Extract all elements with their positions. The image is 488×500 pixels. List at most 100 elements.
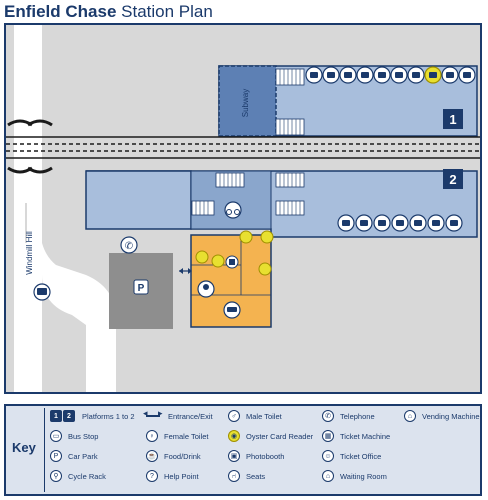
station-map: Subway 1 2 P Windmill Hill bbox=[6, 25, 480, 392]
key-photobooth: ▣ Photobooth bbox=[228, 448, 284, 464]
subway bbox=[218, 65, 277, 137]
male-toilet-icon: ♂ bbox=[228, 410, 240, 422]
waiting-room-icon bbox=[305, 66, 323, 84]
road-label: Windmill Hill bbox=[25, 231, 34, 275]
svg-text:✆: ✆ bbox=[125, 241, 133, 252]
car-park-icon bbox=[133, 279, 149, 295]
key-label: Key bbox=[12, 440, 36, 455]
photobooth-icon: ▣ bbox=[228, 450, 240, 462]
entrance-exit-arrowheads bbox=[179, 268, 192, 274]
seats-icon bbox=[373, 214, 391, 232]
key-text: Food/Drink bbox=[164, 451, 201, 461]
key-platform-2: 2 bbox=[63, 410, 75, 422]
subway-label: Subway bbox=[241, 89, 250, 117]
key-cycle-rack: ⚲ Cycle Rack bbox=[50, 468, 106, 484]
cycle-rack-icon: ⚲ bbox=[50, 470, 62, 482]
key-food-drink: ☕ Food/Drink bbox=[146, 448, 201, 464]
oyster-card-reader-icon bbox=[195, 230, 274, 276]
key-text: Entrance/Exit bbox=[168, 411, 213, 421]
key-text: Telephone bbox=[340, 411, 375, 421]
help-point-icon bbox=[337, 214, 355, 232]
key-text: Bus Stop bbox=[68, 431, 99, 441]
key-entrance-exit: Entrance/Exit bbox=[143, 408, 213, 424]
key-text: Ticket Machine bbox=[340, 431, 391, 441]
ticket-machine-icon bbox=[225, 255, 239, 269]
seats-icon bbox=[407, 66, 425, 84]
bridge-bracket-top bbox=[7, 119, 53, 127]
seats-icon bbox=[391, 214, 409, 232]
key-text: Seats bbox=[246, 471, 266, 481]
key-text: Waiting Room bbox=[340, 471, 387, 481]
key-text: Vending Machine bbox=[422, 411, 480, 421]
platform-1-number-box bbox=[443, 109, 463, 129]
car-park-access-road bbox=[42, 243, 116, 392]
ticket-office-icon: ☺ bbox=[322, 450, 334, 462]
seats-icon bbox=[458, 66, 476, 84]
key-help-point: ? Help Point bbox=[146, 468, 199, 484]
seats-icon: ⑁ bbox=[228, 470, 240, 482]
seats-icon bbox=[441, 66, 459, 84]
food-drink-icon: ☕ bbox=[146, 450, 158, 462]
stairs-platform-2 bbox=[191, 172, 305, 216]
waiting-room-icon: ⌂ bbox=[322, 470, 334, 482]
key-vending-machine: ⌂ Vending Machine bbox=[404, 408, 480, 424]
key-female-toilet: ♀ Female Toilet bbox=[146, 428, 208, 444]
seats-icon bbox=[339, 66, 357, 84]
car-park-icon: P bbox=[50, 450, 62, 462]
oyster-card-reader-icon bbox=[424, 66, 442, 84]
entrance-exit-arrow-icon bbox=[143, 408, 167, 422]
key-text: Car Park bbox=[68, 451, 98, 461]
seats-icon bbox=[445, 214, 463, 232]
telephone-icon: ✆ bbox=[322, 410, 334, 422]
key-text: Cycle Rack bbox=[68, 471, 106, 481]
seats-icon bbox=[356, 66, 374, 84]
ticket-office-icon bbox=[197, 280, 215, 298]
bridge-bracket-bottom bbox=[7, 166, 53, 174]
key-ticket-office: ☺ Ticket Office bbox=[322, 448, 381, 464]
female-toilet-icon: ♀ bbox=[146, 430, 158, 442]
platform-2-west bbox=[85, 170, 192, 230]
cycle-rack-icon bbox=[224, 201, 242, 219]
seats-icon bbox=[409, 214, 427, 232]
bus-stop-icon: ▭ bbox=[50, 430, 62, 442]
seats-icon bbox=[355, 214, 373, 232]
key-text: Photobooth bbox=[246, 451, 285, 461]
key-seats: ⑁ Seats bbox=[228, 468, 265, 484]
key-car-park: P Car Park bbox=[50, 448, 98, 464]
key-divider bbox=[44, 408, 45, 492]
oyster-card-reader-icon: ◉ bbox=[228, 430, 240, 442]
key-bus-stop: ▭ Bus Stop bbox=[50, 428, 98, 444]
key-male-toilet: ♂ Male Toilet bbox=[228, 408, 282, 424]
key-text: Help Point bbox=[164, 471, 199, 481]
road-windmill-hill bbox=[14, 25, 42, 392]
key-panel: Key 1 2 Platforms 1 to 2 Entrance/Exit ♂… bbox=[4, 404, 482, 496]
seats-icon bbox=[223, 301, 241, 319]
key-platform-1: 1 bbox=[50, 410, 62, 422]
key-platforms: 1 2 Platforms 1 to 2 bbox=[50, 408, 135, 424]
platform-1-number: 1 bbox=[449, 112, 456, 127]
platform-2-number-box bbox=[443, 169, 463, 189]
key-text: Male Toilet bbox=[246, 411, 282, 421]
key-telephone: ✆ Telephone bbox=[322, 408, 375, 424]
key-waiting-room: ⌂ Waiting Room bbox=[322, 468, 387, 484]
key-oyster-card-reader: ◉ Oyster Card Reader bbox=[228, 428, 313, 444]
male-toilet-icon bbox=[373, 66, 391, 84]
key-text: Female Toilet bbox=[164, 431, 209, 441]
platform-1-icons bbox=[305, 66, 476, 84]
help-point-icon: ? bbox=[146, 470, 158, 482]
help-point-icon bbox=[322, 66, 340, 84]
platform-numbers-icon: 1 2 bbox=[50, 410, 76, 422]
railway-tracks bbox=[6, 136, 480, 159]
key-text: Ticket Office bbox=[340, 451, 382, 461]
platform-2-icons bbox=[337, 214, 463, 232]
female-toilet-icon bbox=[390, 66, 408, 84]
road-centre-gap bbox=[25, 203, 27, 243]
car-park-letter: P bbox=[138, 283, 145, 294]
key-text: Oyster Card Reader bbox=[246, 431, 314, 441]
stairs-platform-1 bbox=[275, 68, 305, 136]
bus-stop-icon bbox=[33, 283, 51, 301]
vending-machine-icon: ⌂ bbox=[404, 410, 416, 422]
key-text: Platforms 1 to 2 bbox=[82, 411, 135, 421]
platform-2-number: 2 bbox=[449, 172, 456, 187]
key-ticket-machine: ▦ Ticket Machine bbox=[322, 428, 390, 444]
